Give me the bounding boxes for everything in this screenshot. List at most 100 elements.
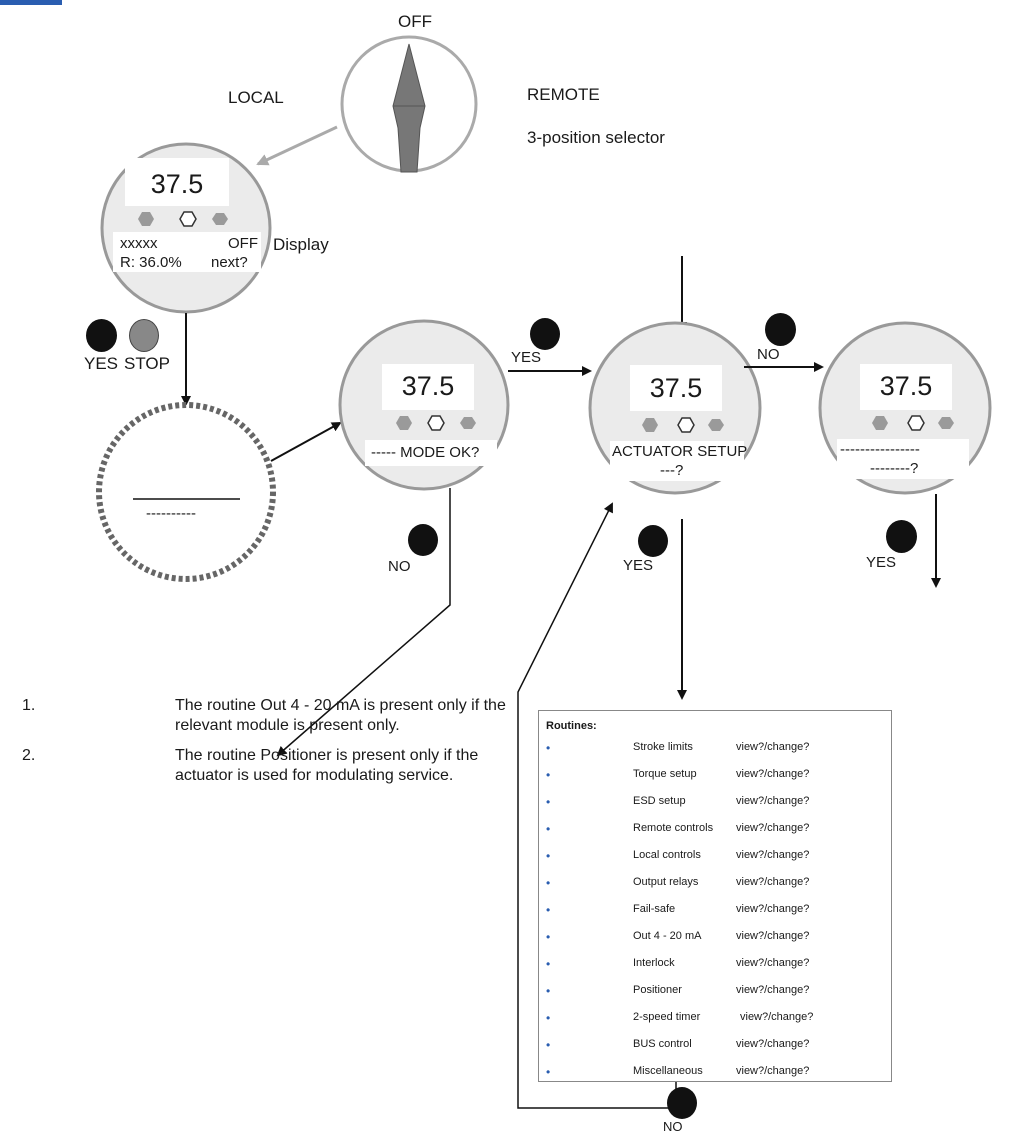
key-right-icon (460, 417, 476, 429)
routine-action[interactable]: view?/change? (736, 930, 810, 942)
blank-display-ring (96, 402, 276, 582)
actuator-display-text-screen (610, 441, 744, 481)
key-mid-icon (677, 417, 695, 433)
next-display-line1: ---------------- (840, 441, 920, 458)
flow-arrow-blank-to-mode (270, 422, 342, 462)
actuator-display-line2: ---? (660, 462, 684, 479)
bullet-icon: • (546, 1038, 551, 1052)
bullet-icon: • (546, 1011, 551, 1025)
main-display-keys (138, 211, 228, 227)
local-arrow (256, 125, 338, 166)
key-right-icon (938, 417, 954, 429)
routine-action[interactable]: view?/change? (736, 984, 810, 996)
selector-local-label: LOCAL (228, 88, 284, 107)
next-yes-button[interactable] (886, 520, 917, 553)
routine-name: Out 4 - 20 mA (633, 930, 702, 942)
actuator-display-value: 37.5 (649, 373, 703, 403)
next-display-value-screen (860, 364, 952, 410)
mode-display-text: ----- MODE OK? (371, 444, 480, 461)
main-display-line1-right: OFF (228, 235, 258, 252)
next-yes-label: YES (866, 554, 897, 571)
routine-row[interactable]: • Fail-safe view?/change? (539, 903, 893, 919)
routine-action[interactable]: view?/change? (736, 1065, 810, 1077)
routine-name: Positioner (633, 984, 682, 996)
bullet-icon: • (546, 822, 551, 836)
routine-row[interactable]: • Output relays view?/change? (539, 876, 893, 892)
routine-action[interactable]: view?/change? (736, 741, 810, 753)
mode-yes-button[interactable] (530, 318, 560, 350)
mode-no-button[interactable] (408, 524, 438, 556)
key-mid-icon (427, 415, 445, 431)
mode-no-label: NO (388, 558, 411, 575)
actuator-display-keys (642, 417, 724, 433)
main-display-line2-left: R: 36.0% (120, 254, 182, 271)
actuator-no-label: NO (757, 346, 780, 363)
routine-action[interactable]: view?/change? (736, 822, 810, 834)
key-right-icon (212, 213, 228, 225)
stop-button[interactable] (129, 319, 159, 352)
bullet-icon: • (546, 1065, 551, 1079)
mode-display-value-screen (382, 364, 474, 410)
routine-action[interactable]: view?/change? (736, 1038, 810, 1050)
stop-button-label: STOP (124, 354, 170, 373)
actuator-yes-label: YES (623, 557, 654, 574)
bullet-icon: • (546, 930, 551, 944)
actuator-yes-button[interactable] (638, 525, 668, 557)
key-left-icon (138, 212, 154, 226)
selector-dial (340, 35, 478, 173)
next-display-keys (872, 415, 954, 431)
actuator-no-button[interactable] (765, 313, 796, 346)
bullet-icon: • (546, 849, 551, 863)
routine-action[interactable]: view?/change? (736, 903, 810, 915)
routine-row[interactable]: • Stroke limits view?/change? (539, 741, 893, 757)
main-display-value-screen (125, 158, 229, 206)
blank-display-line: ---------- (146, 505, 196, 522)
routine-action[interactable]: view?/change? (736, 768, 810, 780)
bullet-icon: • (546, 741, 551, 755)
routine-action[interactable]: view?/change? (736, 876, 810, 888)
routines-no-button[interactable] (667, 1087, 697, 1119)
routine-row[interactable]: • 2-speed timer view?/change? (539, 1011, 893, 1027)
selector-remote-label: REMOTE (527, 85, 600, 104)
yes-button[interactable] (86, 319, 117, 352)
bullet-icon: • (546, 876, 551, 890)
routine-action[interactable]: view?/change? (736, 795, 810, 807)
routines-no-label: NO (663, 1119, 683, 1134)
routine-name: Remote controls (633, 822, 714, 834)
routine-name: Interlock (633, 957, 675, 969)
routine-name: Fail-safe (633, 903, 676, 915)
routine-name: Torque setup (633, 768, 697, 780)
note-number: 2. (22, 747, 36, 764)
main-display-value: 37.5 (150, 169, 204, 199)
routine-name: 2-speed timer (633, 1011, 701, 1023)
bullet-icon: • (546, 903, 551, 917)
routine-action[interactable]: view?/change? (736, 849, 810, 861)
routine-row[interactable]: • Miscellaneous view?/change? (539, 1065, 893, 1081)
actuator-display-line1: ACTUATOR SETUP (612, 443, 748, 460)
routine-action[interactable]: view?/change? (736, 957, 810, 969)
corner-accent (0, 0, 62, 5)
bullet-icon: • (546, 984, 551, 998)
selector-caption: 3-position selector (527, 128, 665, 147)
mode-yes-label: YES (511, 349, 542, 366)
routine-name: Stroke limits (633, 741, 693, 753)
routine-name: Miscellaneous (633, 1065, 703, 1077)
key-left-icon (642, 418, 658, 432)
main-display-text-screen (113, 232, 261, 272)
key-left-icon (396, 416, 412, 430)
note-text: The routine Out 4 - 20 mA is present onl… (175, 697, 506, 734)
routine-action[interactable]: view?/change? (740, 1011, 814, 1023)
yes-button-label: YES (84, 354, 119, 373)
routine-row[interactable]: • Remote controls view?/change? (539, 822, 893, 838)
note-number: 1. (22, 697, 36, 714)
routine-row[interactable]: • Positioner view?/change? (539, 984, 893, 1000)
selector-knob (392, 43, 426, 173)
routine-name: Output relays (633, 876, 699, 888)
routine-row[interactable]: • Out 4 - 20 mA view?/change? (539, 930, 893, 946)
